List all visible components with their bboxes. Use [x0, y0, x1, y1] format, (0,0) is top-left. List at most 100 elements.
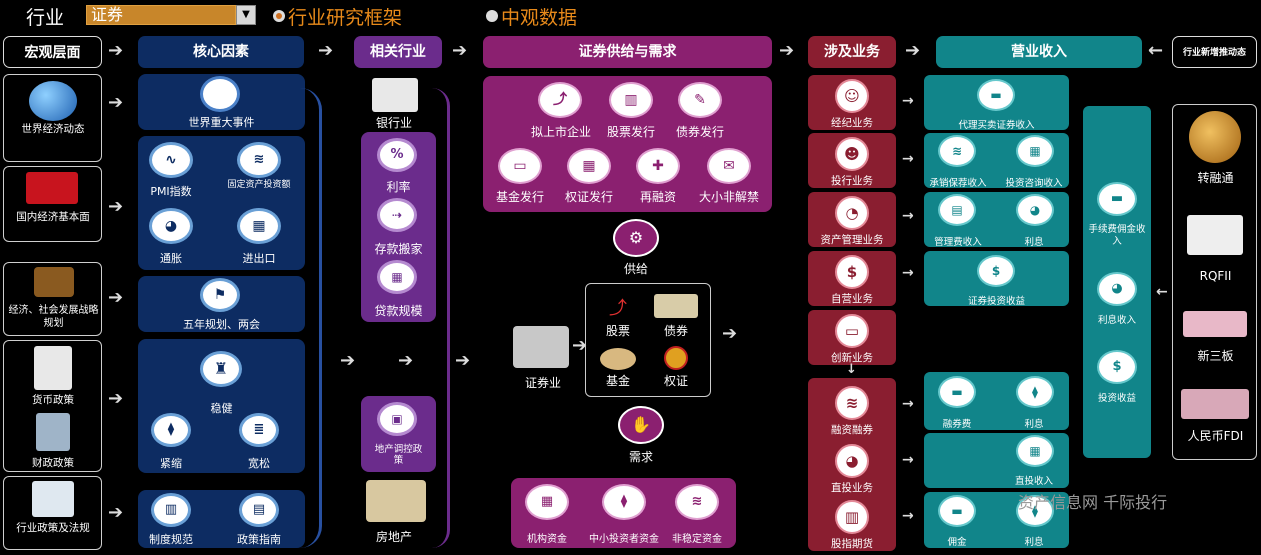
core-box-rules[interactable]: ▥ 制度规范 ▤ 政策指南: [138, 490, 305, 548]
radio-framework[interactable]: [273, 10, 285, 22]
flag-icon: ⚑: [200, 278, 240, 312]
core-box-fiveyear[interactable]: ⚑ 五年规划、两会: [138, 276, 305, 332]
revenue-agency[interactable]: ▬ 代理买卖证券收入: [924, 75, 1069, 131]
revenue-margin[interactable]: ▬ 融券费 ⧫ 利息: [924, 372, 1069, 430]
bracket-core: [300, 88, 322, 548]
radio-mid-data[interactable]: [486, 10, 498, 22]
left-box-industry-policy[interactable]: 行业政策及法规: [3, 476, 102, 550]
core-label-inflation: 通胀: [160, 252, 182, 265]
revenue-label-sec-income: 证券投资收益: [967, 296, 1025, 307]
related-box-rates[interactable]: % 利率 ⇢ 存款搬家 ▦ 贷款规模: [361, 132, 436, 322]
supply-box[interactable]: ⤴ 拟上市企业 ▥ 股票发行 ✎ 债券发行 ▭ 基金发行 ▦ 权证发行 ✚ 再融…: [483, 76, 772, 212]
revenue-label-commission: 佣金: [947, 537, 967, 548]
related-box-land[interactable]: ▣ 地产调控政策: [361, 396, 436, 472]
supply-label-stock: 股票: [605, 324, 630, 338]
coin-stack-icon: ⧫: [1016, 376, 1054, 408]
arrow-icon: →: [902, 265, 914, 281]
container-icon: ▦: [237, 208, 281, 244]
supply-label-demand: 需求: [628, 450, 653, 464]
business-label-brokerage: 经纪业务: [831, 117, 873, 129]
radio-framework-label[interactable]: 行业研究框架: [288, 7, 403, 29]
business-futures[interactable]: ▥ 股指期货: [808, 496, 896, 551]
core-box-events[interactable]: 世界重大事件: [138, 74, 305, 130]
revenue-ib[interactable]: ≋ 承销保荐收入 ▦ 投资咨询收入: [924, 133, 1069, 189]
business-brokerage[interactable]: ☺ 经纪业务: [808, 75, 896, 130]
core-label-rules: 制度规范: [149, 533, 193, 546]
notepad-icon: [32, 481, 74, 517]
left-arrow-icon: ←: [1148, 40, 1164, 61]
cash-stack-icon: ▦: [377, 260, 417, 294]
arrow-icon: ➔: [722, 323, 738, 344]
left-label-fiscal: 财政政策: [32, 457, 74, 469]
globe-icon: [29, 81, 77, 121]
drivers-box[interactable]: 转融通 RQFII 新三板 人民币FDI: [1172, 104, 1257, 460]
business-label-prop: 自营业务: [831, 293, 873, 305]
industry-select[interactable]: 证券: [86, 5, 236, 25]
business-ibank[interactable]: ☻ 投行业务: [808, 133, 896, 188]
arrow-icon: ➔: [452, 40, 468, 61]
cash-icon: ▬: [938, 376, 976, 408]
warrant-badge-icon: [664, 346, 688, 370]
cash-icon: ≋: [835, 386, 869, 420]
products-box[interactable]: ⤴ 股票 债券 基金 权证: [585, 283, 711, 397]
supply-label-stock-issue: 股票发行: [606, 125, 655, 139]
core-box-monetary[interactable]: ♜ 稳健 ⧫ 紧缩 ≣ 宽松: [138, 339, 305, 473]
left-box-domestic[interactable]: 国内经济基本面: [3, 166, 102, 242]
revenue-label-margin-fee: 融券费: [942, 419, 972, 430]
bond-notes-icon: [654, 294, 698, 318]
revenue-label-interest1: 利息: [1024, 237, 1044, 248]
core-box-indicators[interactable]: ∿ PMI指数 ≋ 固定资产投资额 ◕ 通胀 ▦ 进出口: [138, 136, 305, 270]
business-direct[interactable]: ◕ 直投业务: [808, 440, 896, 495]
demand-box[interactable]: ▦ 机构资金 ⧫ 中小投资者资金 ≋ 非稳定资金: [511, 478, 736, 548]
revenue-sec[interactable]: $ 证券投资收益: [924, 251, 1069, 307]
chevron-down-icon[interactable]: ▼: [236, 5, 256, 25]
supply-label-warrant: 权证: [663, 374, 688, 388]
calculator-icon: [36, 413, 70, 451]
arrow-icon: ➔: [108, 388, 124, 409]
money-stack-icon: ≣: [239, 413, 279, 447]
arrow-icon: ➔: [108, 502, 124, 523]
china-map-icon: [26, 172, 78, 204]
related-label-deposit: 存款搬家: [374, 242, 423, 256]
core-label-events: 世界重大事件: [188, 116, 255, 129]
cash-icon: ▬: [977, 79, 1015, 111]
left-box-plan[interactable]: 经济、社会发展战略规划: [3, 262, 102, 336]
left-box-policy[interactable]: 货币政策 财政政策: [3, 340, 102, 472]
revenue-summary-box[interactable]: ▬ 手续费佣金收入 ◕ 利息收入 $ 投资收益: [1083, 106, 1151, 458]
business-innov[interactable]: ▭ 创新业务: [808, 310, 896, 365]
gears-icon: ⚙: [613, 219, 659, 257]
gold-bars-icon: ▤: [938, 194, 976, 226]
business-margin[interactable]: ≋ 融资融券: [808, 382, 896, 437]
arrow-icon: ➔: [108, 92, 124, 113]
business-label-futures: 股指期货: [831, 538, 873, 550]
header-revenue: 营业收入: [936, 36, 1142, 68]
demand-label-unstable: 非稳定资金: [672, 534, 722, 545]
arrow-icon: ➔: [455, 350, 471, 371]
left-label-monetary: 货币政策: [32, 394, 74, 406]
coin-icon: ⧫: [602, 484, 646, 520]
core-label-pmi: PMI指数: [150, 185, 192, 198]
revenue-direct[interactable]: ▦ 直投收入: [924, 433, 1069, 488]
revenue-am[interactable]: ▤ 管理费收入 ◕ 利息: [924, 192, 1069, 248]
radio-mid-data-label[interactable]: 中观数据: [501, 7, 578, 29]
house-icon: [366, 480, 426, 522]
supply-label-industry: 证券业: [524, 376, 561, 390]
business-prop[interactable]: $ 自营业务: [808, 251, 896, 306]
business-am[interactable]: ◔ 资产管理业务: [808, 192, 896, 247]
percent-icon: %: [377, 138, 417, 172]
money-bundle-icon: $: [977, 255, 1015, 287]
revenue-label-agency: 代理买卖证券收入: [958, 120, 1035, 131]
business-label-am: 资产管理业务: [820, 234, 884, 246]
revenue-label-mgmt-fee: 管理费收入: [934, 237, 982, 248]
coin-stack-icon: ⧫: [151, 413, 191, 447]
core-label-trade: 进出口: [242, 252, 276, 265]
supply-label-warrant-issue: 权证发行: [564, 190, 613, 204]
revenue-label-underwriting: 承销保荐收入: [929, 178, 987, 189]
business-label-ibank: 投行业务: [831, 175, 873, 187]
left-box-world[interactable]: 世界经济动态: [3, 74, 102, 162]
left-label-domestic: 国内经济基本面: [16, 211, 90, 223]
revenue-futures[interactable]: ▬ 佣金 ⧫ 利息: [924, 492, 1069, 548]
money-stack-icon: ≋: [938, 135, 976, 167]
coin-stack-icon: ⧫: [1016, 495, 1054, 527]
cash-icon: ▬: [938, 495, 976, 527]
